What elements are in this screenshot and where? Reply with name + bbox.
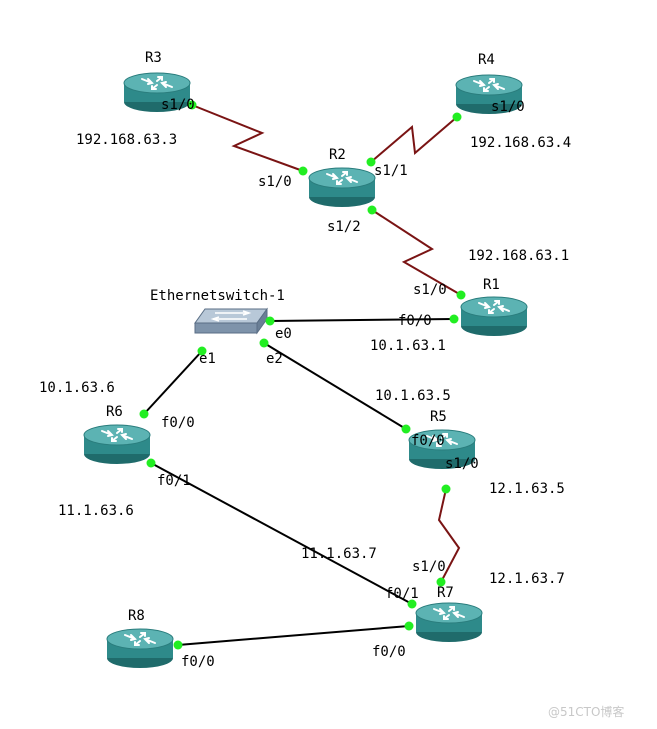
link-sw-r6: [143, 350, 203, 415]
link-r2-r1: [371, 209, 462, 296]
ip-label: 10.1.63.5: [375, 388, 451, 404]
port-dot: [146, 458, 156, 468]
port-dot: [197, 346, 207, 356]
interface-labels: s1/0 s1/0 s1/0 s1/1 s1/2 s1/0 f0/0 e0 e1…: [157, 97, 525, 670]
router-r4[interactable]: R4: [455, 52, 523, 115]
router-r1[interactable]: R1: [460, 277, 528, 337]
device-name: R3: [145, 50, 162, 66]
router-r3[interactable]: R3: [123, 50, 191, 113]
device-name: R7: [437, 585, 454, 601]
interface-label: f0/0: [398, 313, 432, 329]
port-dot: [456, 290, 466, 300]
port-dots: [139, 100, 466, 650]
interface-label: e2: [266, 351, 283, 367]
port-dot: [366, 157, 376, 167]
link-r4-r2: [370, 116, 458, 163]
router-r8[interactable]: R8: [106, 608, 174, 669]
device-name: R5: [430, 409, 447, 425]
interface-label: f0/0: [161, 415, 195, 431]
port-dot: [436, 577, 446, 587]
device-name: R8: [128, 608, 145, 624]
interface-label: e0: [275, 326, 292, 342]
serial-links: [191, 104, 462, 583]
interface-label: e1: [199, 351, 216, 367]
interface-label: s1/2: [327, 219, 361, 235]
interface-label: s1/0: [161, 97, 195, 113]
interface-label: f0/0: [181, 654, 215, 670]
port-dot: [173, 640, 183, 650]
ip-label: 192.168.63.3: [76, 132, 177, 148]
device-name: R2: [329, 147, 346, 163]
interface-label: s1/0: [445, 456, 479, 472]
interface-label: s1/0: [413, 282, 447, 298]
ip-label: 192.168.63.4: [470, 135, 571, 151]
router-r2[interactable]: R2: [308, 147, 376, 208]
port-dot: [265, 316, 275, 326]
port-dot: [259, 338, 269, 348]
device-name: R1: [483, 277, 500, 293]
ethernet-links: [143, 318, 455, 646]
router-icon: [460, 296, 528, 337]
port-dot: [449, 314, 459, 324]
router-r7[interactable]: R7: [415, 585, 483, 643]
port-dot: [401, 424, 411, 434]
device-name: R4: [478, 52, 495, 68]
ethernet-switch-icon: [194, 308, 268, 334]
link-r5-r7: [437, 488, 461, 583]
device-name: R6: [106, 404, 123, 420]
ip-label: 192.168.63.1: [468, 248, 569, 264]
link-r8-r7: [177, 625, 410, 646]
ip-labels: 192.168.63.3 192.168.63.4 192.168.63.1 1…: [39, 132, 571, 587]
port-dot: [298, 166, 308, 176]
interface-label: f0/1: [385, 586, 419, 602]
link-sw-r1: [269, 318, 455, 322]
link-r6-r7: [150, 462, 413, 605]
router-r6[interactable]: R6: [83, 404, 151, 465]
ip-label: 10.1.63.1: [370, 338, 446, 354]
interface-label: s1/0: [412, 559, 446, 575]
router-r5[interactable]: R5: [408, 409, 476, 470]
interface-label: s1/0: [491, 99, 525, 115]
ip-label: 11.1.63.6: [58, 503, 134, 519]
link-sw-r5: [263, 342, 407, 430]
interface-label: f0/0: [411, 433, 445, 449]
router-icon: [415, 602, 483, 643]
ethernet-switch-1[interactable]: Ethernetswitch-1: [150, 288, 285, 334]
interface-label: f0/0: [372, 644, 406, 660]
ip-label: 12.1.63.5: [489, 481, 565, 497]
router-icon: [308, 167, 376, 208]
router-icon: [83, 424, 151, 465]
port-dot: [407, 599, 417, 609]
router-icon: [106, 628, 174, 669]
interface-label: s1/1: [374, 163, 408, 179]
link-r3-r2: [191, 104, 304, 172]
ip-label: 10.1.63.6: [39, 380, 115, 396]
interface-label: s1/0: [258, 174, 292, 190]
ip-label: 12.1.63.7: [489, 571, 565, 587]
port-dot: [367, 205, 377, 215]
device-name: Ethernetswitch-1: [150, 288, 285, 304]
port-dot: [139, 409, 149, 419]
interface-label: f0/1: [157, 473, 191, 489]
port-dot: [404, 621, 414, 631]
ip-label: 11.1.63.7: [301, 546, 377, 562]
port-dot: [441, 484, 451, 494]
watermark: @51CTO博客: [548, 704, 624, 719]
port-dot: [187, 100, 197, 110]
port-dot: [452, 112, 462, 122]
